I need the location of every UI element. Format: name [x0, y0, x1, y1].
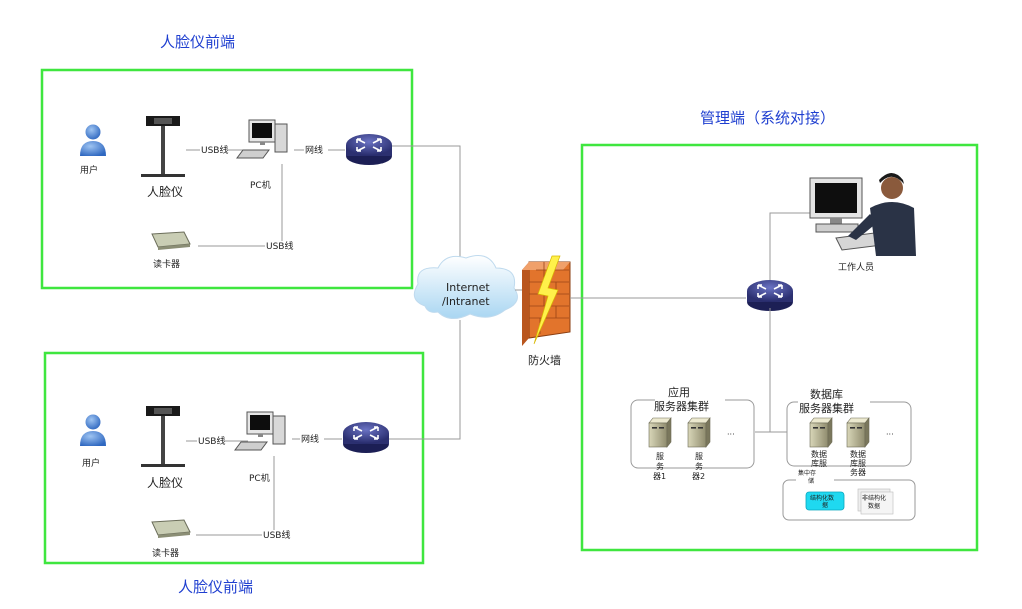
card-reader-label: 读卡器 — [153, 258, 180, 270]
face-device-label-2: 人脸仪 — [147, 476, 183, 490]
router-icon-2 — [342, 421, 390, 454]
card-reader-icon-2 — [151, 519, 191, 539]
usb-line-label-4: USB线 — [263, 529, 290, 541]
db-server-2-label-2: 库服 — [850, 458, 866, 468]
app-server-2-icon — [687, 417, 711, 448]
app-server-1-icon — [648, 417, 672, 448]
pc-icon-2 — [234, 411, 286, 451]
db-server-2-label-3: 务器 — [850, 467, 866, 477]
card-reader-icon — [151, 231, 191, 251]
title-manage: 管理端（系统对接） — [700, 109, 835, 127]
storage-frame — [782, 479, 916, 521]
router-icon-3 — [746, 279, 794, 312]
db-cluster-title-1: 数据库 — [810, 387, 843, 401]
cloud-label-line1: Internet — [446, 281, 490, 294]
user-icon — [80, 124, 106, 156]
staff-label: 工作人员 — [838, 261, 874, 273]
app-cluster-title-2: 服务器集群 — [654, 399, 709, 413]
card-reader-label-2: 读卡器 — [152, 547, 179, 559]
cloud-icon: Internet /Intranet — [413, 255, 518, 319]
db-server-1-icon — [809, 417, 833, 448]
manage-frame — [580, 143, 979, 552]
db-more: ··· — [886, 430, 894, 439]
usb-line-label: USB线 — [201, 144, 228, 156]
db-server-2-label-1: 数据 — [850, 449, 866, 459]
usb-line-label-2: USB线 — [266, 240, 293, 252]
app-server-1-label-2: 务 — [656, 461, 664, 471]
structured-label-2: 据 — [822, 501, 828, 509]
app-server-1-label-3: 器1 — [653, 472, 666, 481]
db-server-1-label-1: 数据 — [811, 449, 827, 459]
db-server-2-icon — [846, 417, 870, 448]
cloud-label-line2: /Intranet — [442, 295, 490, 308]
unstructured-label-2: 数据 — [868, 502, 880, 510]
network-line-label: 网线 — [305, 144, 323, 156]
wire-top-to-cloud — [392, 145, 461, 268]
pc-label-2: PC机 — [249, 472, 270, 484]
app-server-2-label-2: 务 — [695, 461, 703, 471]
structured-data-icon — [805, 491, 845, 511]
face-device-icon — [141, 116, 185, 177]
front-bottom-group: 用户 人脸仪 USB线 PC机 网线 USB线 读卡器 — [80, 406, 390, 559]
network-line-label-2: 网线 — [301, 433, 319, 445]
app-more: ··· — [727, 430, 735, 439]
app-server-2-label-1: 服 — [695, 452, 703, 461]
app-server-1-label-1: 服 — [656, 452, 664, 461]
db-cluster-title-2: 服务器集群 — [799, 401, 854, 415]
face-device-label: 人脸仪 — [147, 185, 183, 199]
firewall-label: 防火墙 — [528, 353, 561, 367]
wire-router-staff — [769, 212, 830, 280]
staff-icon — [809, 173, 916, 256]
front-top-group: 用户 人脸仪 USB线 PC机 网线 USB线 读卡器 — [80, 116, 393, 270]
wire-bottom-to-cloud — [389, 320, 461, 440]
router-icon — [345, 133, 393, 166]
face-device-icon-2 — [141, 406, 185, 467]
unstructured-label-1: 非结构化 — [862, 494, 886, 502]
db-server-1-label-2: 库服 — [811, 458, 827, 468]
pc-icon — [236, 119, 288, 159]
pc-label: PC机 — [250, 179, 271, 191]
front-top-frame — [40, 68, 414, 290]
unstructured-data-icon — [857, 488, 894, 515]
title-front-bottom: 人脸仪前端 — [178, 578, 253, 596]
app-server-2-label-3: 器2 — [692, 472, 705, 481]
user-icon-2 — [80, 414, 106, 446]
storage-title-1: 集中存 — [798, 469, 816, 477]
storage-title-2: 储 — [808, 477, 814, 485]
user-label-2: 用户 — [82, 457, 100, 469]
front-bottom-frame — [43, 351, 425, 565]
app-cluster-title-1: 应用 — [668, 385, 690, 399]
structured-label-1: 结构化数 — [810, 494, 834, 502]
user-label: 用户 — [80, 164, 98, 176]
firewall-icon — [522, 255, 571, 346]
title-front-top: 人脸仪前端 — [160, 33, 235, 51]
usb-line-label-3: USB线 — [198, 435, 225, 447]
